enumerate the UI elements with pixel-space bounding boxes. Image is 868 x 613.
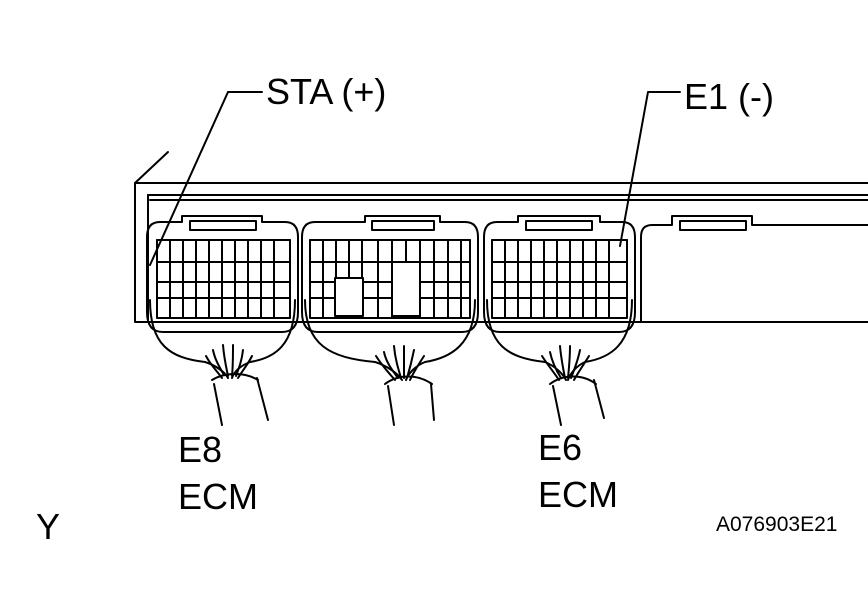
sta-leader-line — [149, 91, 263, 266]
sta-terminal-label: STA (+) — [266, 71, 387, 112]
connector-e8 — [146, 215, 299, 426]
connector-e8-label: E8 — [178, 429, 223, 470]
ecm-housing — [134, 151, 868, 323]
connector-right-partial — [640, 215, 868, 323]
connector-e8-name: ECM — [178, 476, 258, 517]
connector-e6-name: ECM — [538, 474, 618, 515]
e1-terminal-label: E1 (-) — [684, 76, 774, 117]
connector-e6 — [483, 215, 636, 426]
corner-mark: Y — [36, 506, 61, 547]
e1-leader-line — [619, 91, 681, 247]
connector-e6-label: E6 — [538, 427, 583, 468]
figure-code: A076903E21 — [716, 513, 838, 536]
connector-middle — [301, 215, 479, 426]
